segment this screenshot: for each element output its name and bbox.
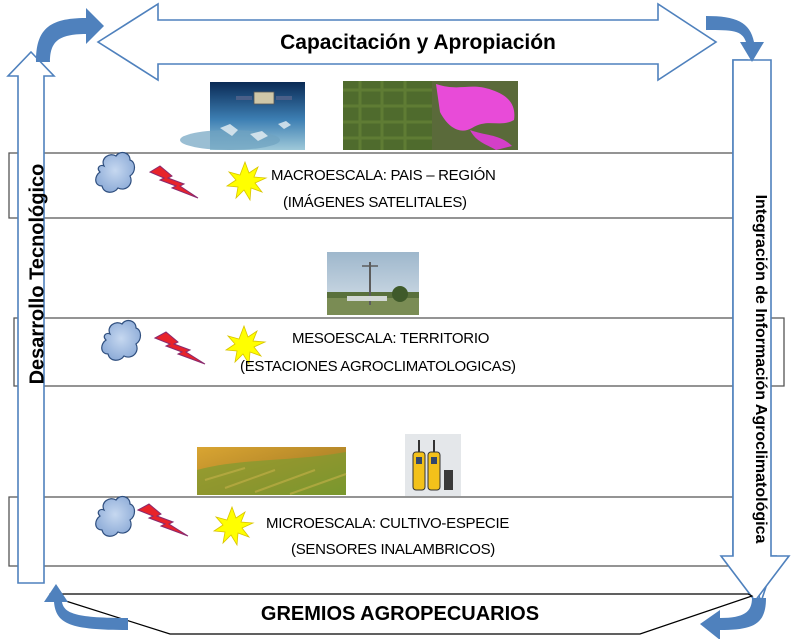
left-column-label: Desarrollo Tecnológico (26, 163, 49, 385)
left-up-arrow (6, 50, 56, 584)
weather-station-image (327, 252, 419, 315)
wireless-sensor-image (405, 434, 461, 496)
right-down-arrow-body (719, 59, 791, 603)
sun-icon (224, 324, 267, 366)
top-left-curved-arrow (36, 8, 104, 62)
cloud-icon (95, 495, 136, 537)
bottom-left-curved-arrow (44, 584, 128, 630)
lightning-icon (148, 165, 199, 199)
macro-icons (95, 151, 268, 202)
cloud-icon (95, 151, 136, 193)
top-double-arrow (96, 2, 718, 82)
top-arrow-label: Capacitación y Apropiación (280, 31, 556, 54)
meso-icons (101, 319, 267, 366)
sun-icon (225, 160, 268, 202)
meso-scale-title: MESOESCALA: TERRITORIO (292, 330, 490, 347)
top-right-curved-arrow (706, 16, 764, 62)
satellite-image (180, 82, 305, 150)
lightning-icon (153, 331, 206, 365)
crop-field-image (197, 447, 347, 495)
macro-scale-title: MACROESCALA: PAIS – REGIÓN (271, 167, 496, 184)
meso-right-bracket (768, 317, 785, 387)
bottom-right-curved-arrow (700, 598, 766, 639)
lightning-icon (136, 503, 189, 537)
sun-icon (212, 505, 255, 547)
micro-scale-subtitle: (SENSORES INALAMBRICOS) (291, 541, 495, 558)
cloud-icon (101, 319, 142, 361)
band-lines (31, 152, 747, 567)
bottom-bar-label: GREMIOS AGROPECUARIOS (260, 603, 540, 625)
micro-scale-title: MICROESCALA: CULTIVO-ESPECIE (266, 515, 510, 532)
micro-icons (95, 495, 255, 547)
right-column-label: Integración de Información Agroclimatoló… (752, 194, 769, 544)
satellite-map-image (343, 81, 518, 150)
macro-scale-subtitle: (IMÁGENES SATELITALES) (283, 194, 467, 211)
meso-scale-subtitle: (ESTACIONES AGROCLIMATOLOGICAS) (240, 358, 516, 375)
curved-corner-arrows (36, 8, 766, 639)
